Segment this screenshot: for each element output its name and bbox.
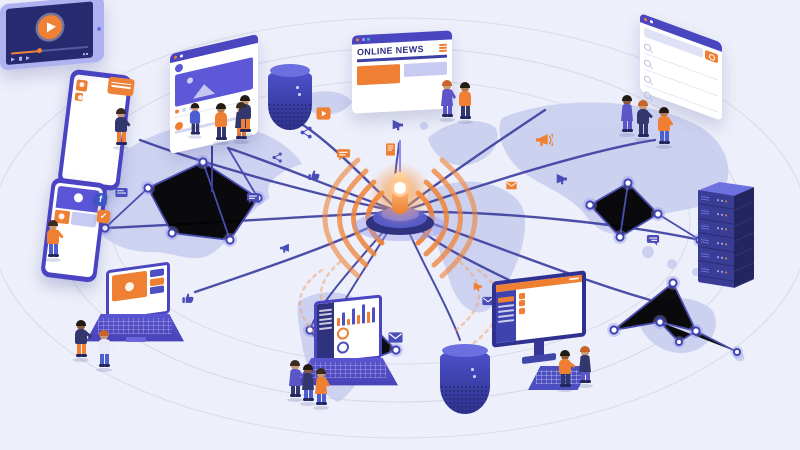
megaphone-icon: [388, 118, 403, 133]
server-rack: [692, 182, 764, 294]
search-icon: [644, 74, 651, 85]
person: [112, 108, 131, 150]
video-tablet: [0, 0, 104, 71]
laptop-screen: [106, 261, 170, 323]
megaphone-icon: [280, 242, 293, 255]
person: [187, 103, 202, 139]
monitor-base: [522, 352, 556, 365]
video-thumbnail: [112, 270, 147, 302]
person: [312, 368, 331, 410]
megaphone-icon: [552, 172, 567, 187]
monitor-screen: [492, 270, 586, 348]
envelope-icon: [506, 180, 517, 191]
menu-icon: [439, 43, 447, 54]
speaker-body: [440, 351, 490, 414]
signpost: [211, 146, 213, 192]
online-news-browser: ONLINE NEWS: [352, 30, 452, 114]
touchpad: [126, 337, 146, 342]
search-button-icon: [705, 49, 718, 64]
laptop-keyboard: [310, 362, 386, 378]
speaker-top: [270, 64, 310, 77]
person: [44, 220, 64, 262]
play-badge-icon: [316, 106, 331, 121]
person: [212, 103, 230, 145]
bar-chart: [337, 302, 376, 327]
person: [299, 364, 317, 406]
camera-dot: [96, 26, 101, 32]
laptop-screen: [314, 294, 382, 366]
dashboard-main: [334, 298, 379, 361]
search-icon: [644, 42, 651, 53]
chat-bubble-icon: [336, 148, 351, 163]
speaker-body: [268, 71, 312, 130]
person: [236, 95, 254, 137]
share-icon: [272, 152, 283, 163]
playlist: [150, 268, 164, 296]
person: [456, 82, 474, 124]
search-icon: [644, 58, 651, 69]
check-badge-icon: ✓: [96, 209, 111, 224]
progress-bar: [11, 45, 88, 55]
news-site-title: ONLINE NEWS: [357, 44, 424, 58]
smart-speaker-bottom: [435, 344, 495, 418]
megaphone-icon: [470, 281, 482, 293]
document-icon: [384, 143, 397, 156]
dashboard-sidebar: [317, 302, 334, 363]
chat-bubble-icon: [646, 234, 660, 248]
person: [618, 95, 636, 137]
person: [95, 330, 115, 372]
laptop-keyboard: [98, 318, 172, 334]
broadcast-hub: [354, 140, 446, 241]
play-button-icon: [37, 14, 62, 41]
search-icon: [644, 90, 651, 101]
lead-article: [357, 63, 400, 87]
person: [634, 100, 654, 142]
player-controls: [11, 56, 30, 62]
donut-stat: [337, 338, 376, 355]
person: [556, 350, 576, 392]
fullscreen-icon: [82, 53, 88, 56]
chat-bubble-icon: [246, 192, 260, 206]
speaker-top: [442, 344, 488, 357]
person: [655, 107, 674, 149]
notification-bubble: [107, 76, 135, 97]
server-front: [698, 190, 734, 288]
person: [576, 346, 594, 388]
person: [72, 320, 93, 362]
server-side: [734, 186, 754, 288]
thumbs-up-icon: [308, 169, 321, 182]
megaphone-waves-icon: [536, 132, 553, 149]
app-sidebar: [496, 289, 516, 344]
article-list: [516, 282, 582, 341]
video-screen: [6, 1, 93, 66]
person: [286, 360, 305, 402]
facebook-badge-icon: f: [93, 192, 108, 207]
smart-speaker-top: [263, 64, 317, 134]
person: [438, 80, 457, 122]
